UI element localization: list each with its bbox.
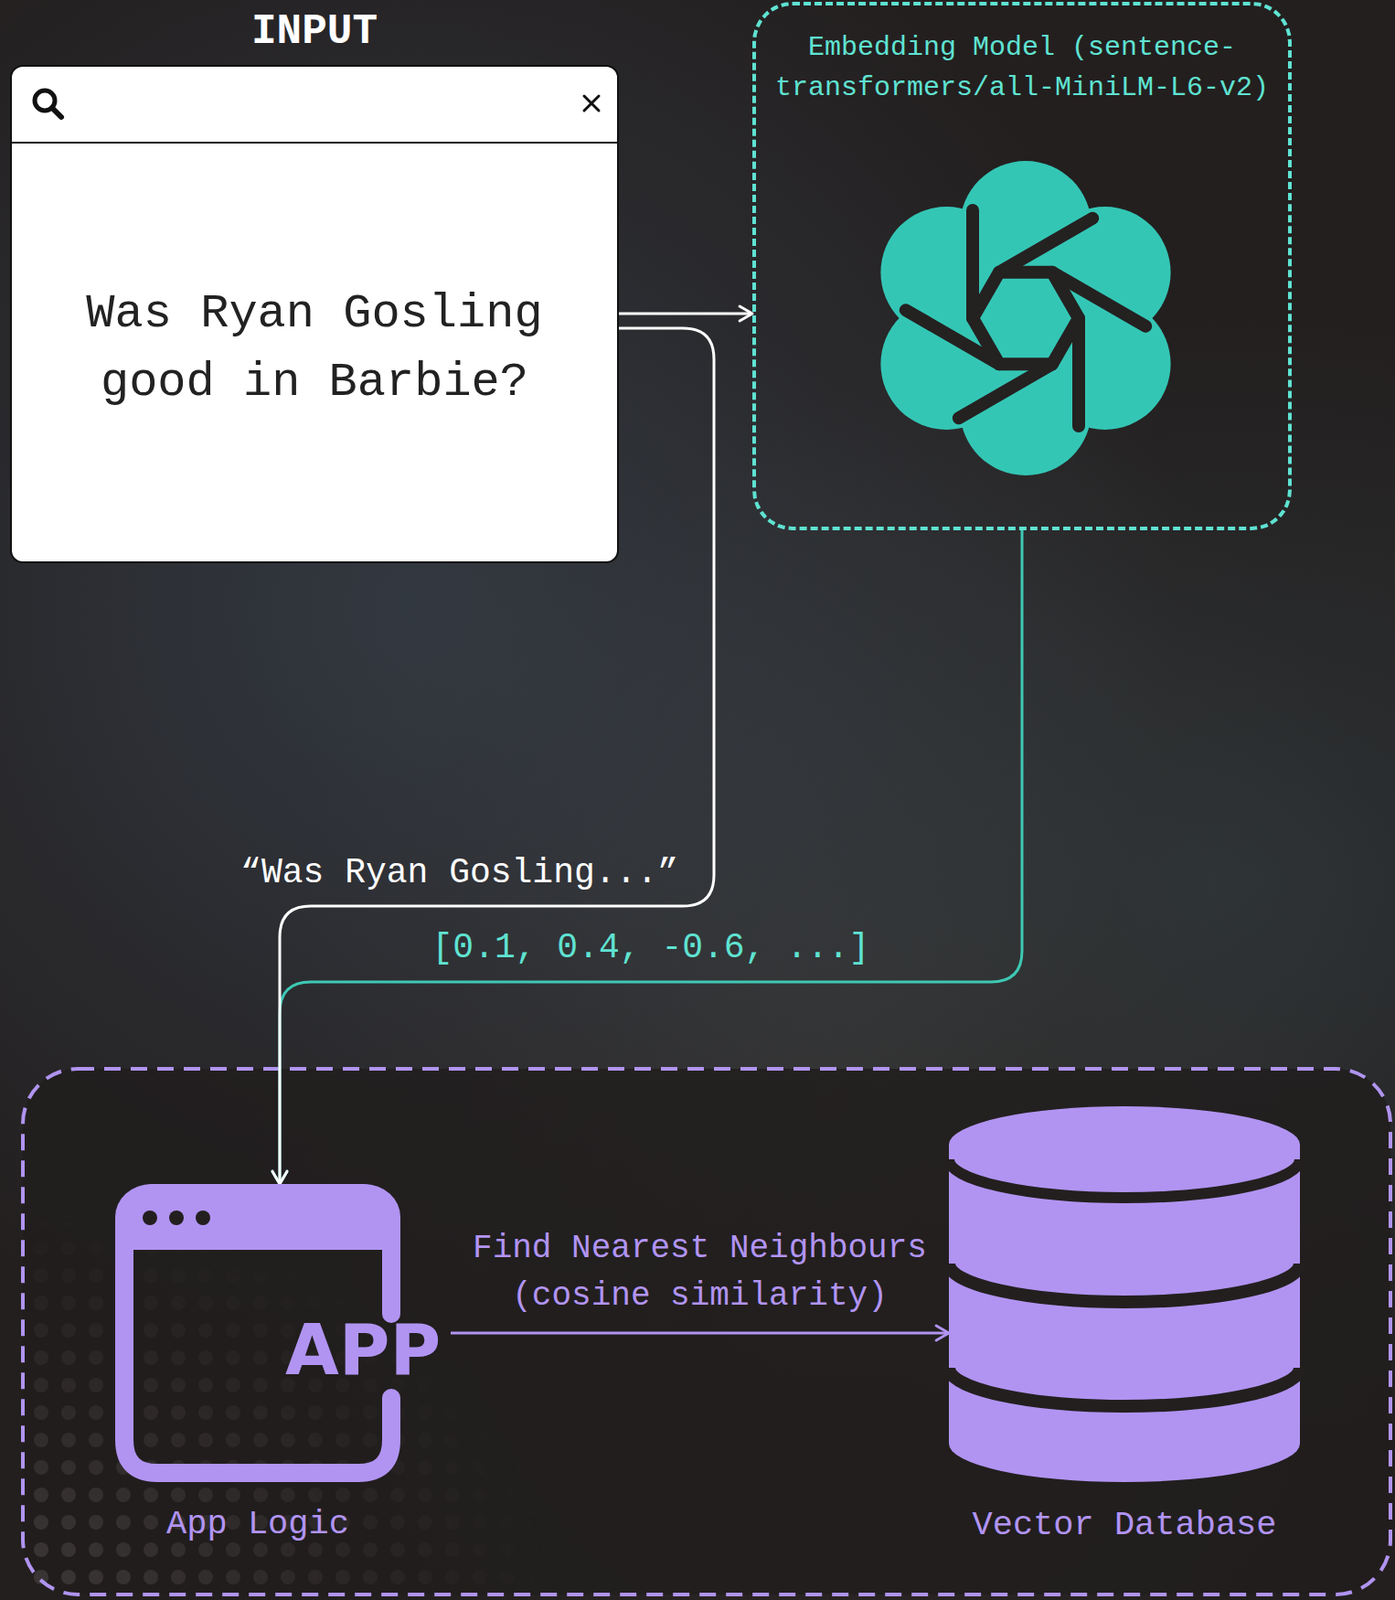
search-icons	[11, 66, 621, 144]
search-header-bar	[11, 66, 618, 144]
input-heading: INPUT	[251, 8, 378, 56]
connector-line	[618, 312, 753, 316]
arrowhead	[272, 1171, 288, 1184]
edge-label: “Was Ryan Gosling...”	[240, 851, 679, 895]
app-logic-node: APPApp Logic	[115, 1183, 451, 1482]
region-ground	[22, 1068, 1391, 1595]
connector-line	[450, 1331, 949, 1335]
embedding-model-box: Embedding Model (sentence-transformers/a…	[752, 1, 1292, 531]
query-text: Was Ryan Gosling good in Barbie?	[30, 279, 599, 417]
app-word: APP	[285, 1309, 441, 1391]
app-caption: App Logic	[166, 1504, 350, 1544]
model-title-holder: Embedding Model (sentence-transformers/a…	[774, 27, 1270, 108]
edge-label: Find Nearest Neighbours (cosine similari…	[462, 1224, 938, 1321]
app-caption-holder: App Logic	[60, 1503, 456, 1545]
heading-holder: INPUT	[11, 6, 618, 58]
arrowhead	[936, 1325, 949, 1341]
connector-group	[450, 1325, 949, 1341]
db-caption: Vector Database	[971, 1505, 1277, 1545]
db-caption-holder: Vector Database	[912, 1504, 1337, 1545]
edge-label: [0.1, 0.4, -0.6, ...]	[432, 926, 871, 970]
query-holder: Was Ryan Gosling good in Barbie?	[30, 143, 599, 553]
app-word-holder: APP	[285, 1313, 441, 1387]
connector-group	[618, 306, 753, 321]
arrowhead	[739, 306, 753, 321]
database-cylinder	[948, 1102, 1300, 1482]
search-input-box: INPUTWas Ryan Gosling good in Barbie?	[10, 64, 619, 564]
app-region-border	[22, 1068, 1391, 1595]
vector-database-node: Vector Database	[948, 1102, 1300, 1482]
model-title: Embedding Model (sentence-transformers/a…	[775, 31, 1269, 104]
